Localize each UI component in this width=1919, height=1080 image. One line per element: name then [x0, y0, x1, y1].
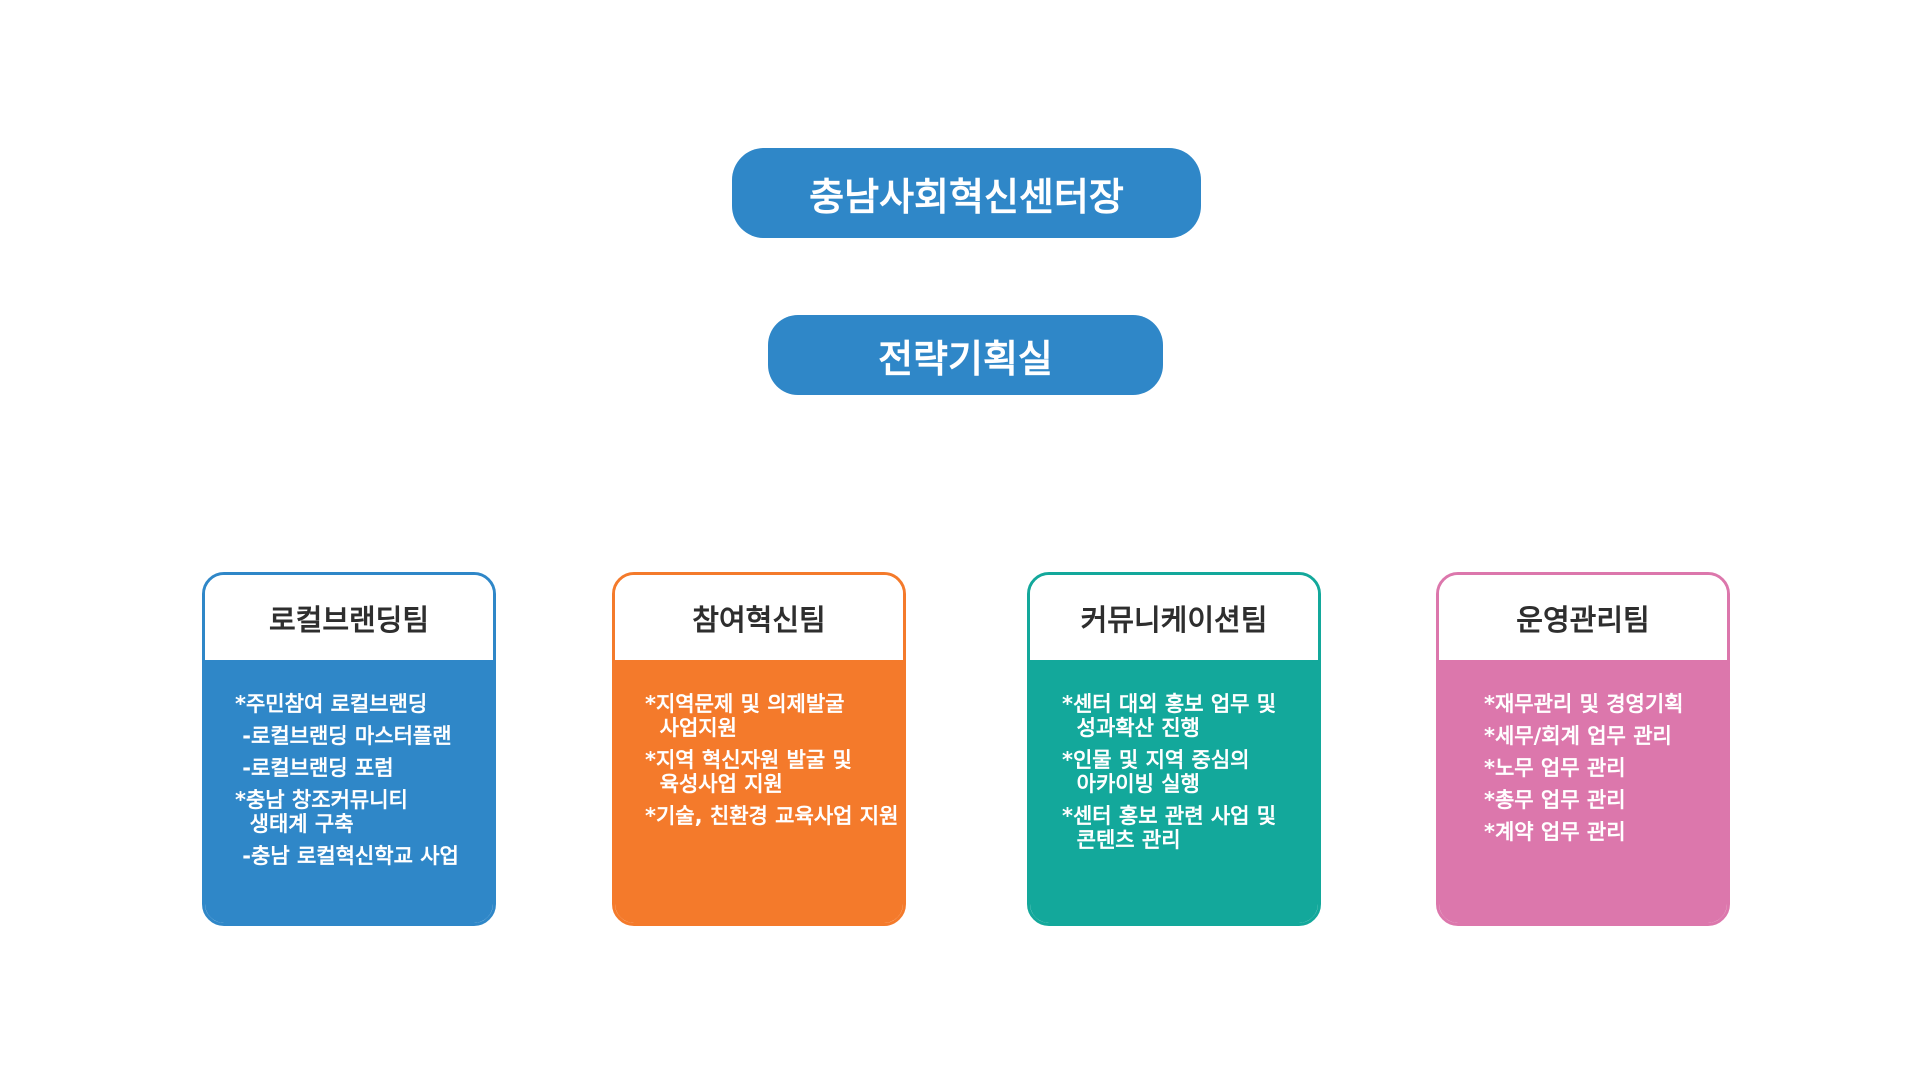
duty-item: *총무 업무 관리 [1484, 788, 1626, 812]
team-card-participation-innovation: 참여혁신팀 *지역문제 및 의제발굴 사업지원 *지역 혁신자원 발굴 및 육성… [612, 572, 906, 926]
team-duties: *재무관리 및 경영기획 *세무/회계 업무 관리 *노무 업무 관리 *총무 … [1439, 660, 1727, 923]
director-box: 충남사회혁신센터장 [732, 148, 1201, 238]
duty-item: -로컬브랜딩 마스터플랜 [235, 724, 452, 748]
duty-item: *센터 홍보 관련 사업 및 콘텐츠 관리 [1062, 804, 1277, 852]
duty-item: *세무/회계 업무 관리 [1484, 724, 1672, 748]
team-card-operations-management: 운영관리팀 *재무관리 및 경영기획 *세무/회계 업무 관리 *노무 업무 관… [1436, 572, 1730, 926]
team-duties: *지역문제 및 의제발굴 사업지원 *지역 혁신자원 발굴 및 육성사업 지원 … [615, 660, 903, 923]
team-card-local-branding: 로컬브랜딩팀 *주민참여 로컬브랜딩 -로컬브랜딩 마스터플랜 -로컬브랜딩 포… [202, 572, 496, 926]
strategy-office-box: 전략기획실 [768, 315, 1163, 395]
team-duties: *센터 대외 홍보 업무 및 성과확산 진행 *인물 및 지역 중심의 아카이빙… [1030, 660, 1318, 923]
director-label: 충남사회혁신센터장 [809, 174, 1124, 219]
duty-item: *주민참여 로컬브랜딩 [235, 692, 428, 716]
duty-item: *충남 창조커뮤니티 생태계 구축 [235, 788, 408, 836]
duty-item: *계약 업무 관리 [1484, 820, 1626, 844]
team-title: 참여혁신팀 [615, 575, 903, 660]
duty-item: *재무관리 및 경영기획 [1484, 692, 1684, 716]
duty-item: *센터 대외 홍보 업무 및 성과확산 진행 [1062, 692, 1277, 740]
duty-item: *지역 혁신자원 발굴 및 육성사업 지원 [645, 748, 852, 796]
strategy-office-label: 전략기획실 [878, 336, 1053, 381]
team-title: 로컬브랜딩팀 [205, 575, 493, 660]
team-duties: *주민참여 로컬브랜딩 -로컬브랜딩 마스터플랜 -로컬브랜딩 포럼 *충남 창… [205, 660, 493, 923]
team-title: 운영관리팀 [1439, 575, 1727, 660]
duty-item: -충남 로컬혁신학교 사업 [235, 844, 459, 868]
team-title: 커뮤니케이션팀 [1030, 575, 1318, 660]
duty-item: *노무 업무 관리 [1484, 756, 1626, 780]
duty-item: *인물 및 지역 중심의 아카이빙 실행 [1062, 748, 1250, 796]
team-card-communication: 커뮤니케이션팀 *센터 대외 홍보 업무 및 성과확산 진행 *인물 및 지역 … [1027, 572, 1321, 926]
duty-item: *기술, 친환경 교육사업 지원 [645, 804, 899, 828]
duty-item: *지역문제 및 의제발굴 사업지원 [645, 692, 845, 740]
duty-item: -로컬브랜딩 포럼 [235, 756, 394, 780]
